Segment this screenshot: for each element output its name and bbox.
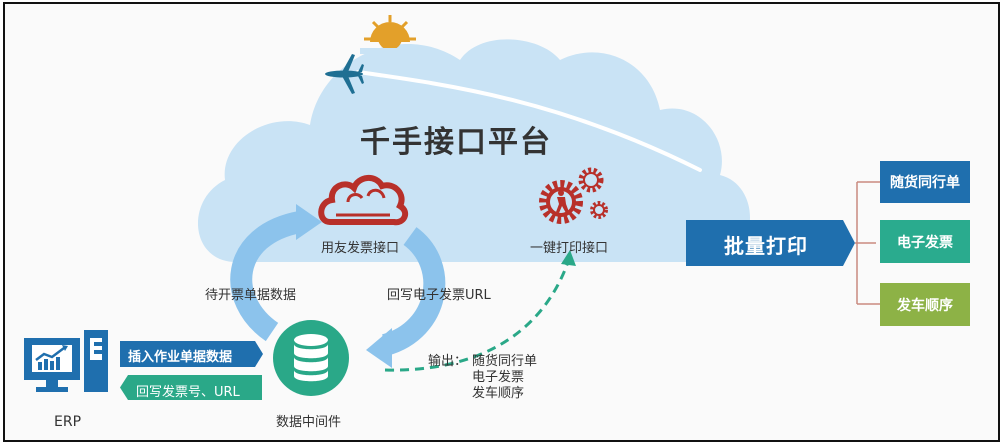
yonyou-interface-label: 用友发票接口	[321, 241, 400, 256]
erp-label: ERP	[54, 414, 82, 430]
platform-title: 千手接口平台	[360, 125, 552, 160]
insert-job-data-label: 插入作业单据数据	[128, 350, 233, 365]
print-item-delivery-note[interactable]: 随货同行单	[880, 161, 970, 203]
gears-icon	[539, 167, 608, 224]
print-item-einvoice[interactable]: 电子发票	[880, 220, 970, 263]
database-icon	[273, 320, 349, 396]
writeback-einvoice-url-label: 回写电子发票URL	[387, 288, 491, 303]
output-prefix: 输出：	[428, 354, 468, 369]
output-item: 电子发票	[472, 370, 525, 385]
print-interface-label: 一键打印接口	[530, 241, 609, 256]
print-item-departure-order[interactable]: 发车顺序	[880, 283, 970, 326]
pending-invoice-data-label: 待开票单据数据	[205, 288, 297, 303]
erp-computer-icon	[24, 330, 108, 392]
writeback-invoice-no-label: 回写发票号、URL	[136, 385, 240, 400]
middleware-label: 数据中间件	[276, 415, 342, 430]
print-item-label: 电子发票	[897, 234, 953, 251]
batch-print-label: 批量打印	[724, 234, 808, 258]
print-item-label: 发车顺序	[897, 297, 953, 314]
output-item: 发车顺序	[472, 386, 525, 401]
airplane-icon	[325, 54, 364, 94]
output-item: 随货同行单	[472, 354, 538, 369]
sun-icon	[360, 15, 420, 54]
cloud-icon	[318, 175, 409, 226]
print-item-label: 随货同行单	[890, 175, 960, 191]
